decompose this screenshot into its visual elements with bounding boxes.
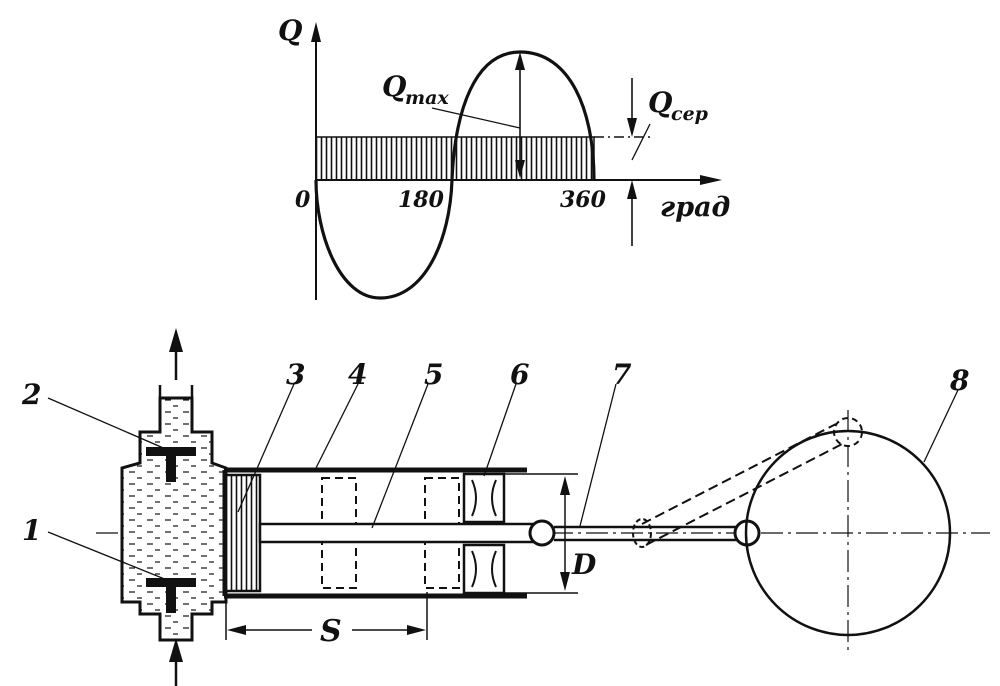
leader-5: [371, 383, 429, 529]
cylinder: [222, 467, 527, 599]
seal-lower: [462, 543, 506, 595]
leader-8: [923, 389, 959, 463]
discharge-valve-disc: [146, 447, 196, 456]
qmax-label-sub: max: [405, 87, 449, 109]
qmax-arrow-up: [515, 52, 525, 70]
y-axis-label: Q: [278, 14, 302, 47]
rod-seal: [462, 472, 506, 595]
valve-chamber: [120, 385, 228, 642]
part-label-7: 7: [612, 358, 632, 391]
suction-valve-disc: [146, 578, 196, 587]
qmax-leader: [431, 107, 521, 129]
part-label-6: 6: [510, 358, 529, 391]
part-label-1: 1: [22, 514, 41, 547]
discharge-arrow-icon: [169, 328, 183, 352]
leader-2: [47, 397, 169, 451]
qavg-leader: [631, 123, 651, 161]
tick-label-360: 360: [560, 187, 607, 213]
leader-1: [47, 531, 173, 583]
pump-drawing: 1 2 3 4 5 6 7 8 S D: [21, 328, 990, 686]
seal-upper: [462, 472, 506, 524]
qavg-label-sub: сер: [671, 103, 709, 125]
qavg-arrow-down: [627, 118, 637, 137]
seal-ring-upper-2: [491, 479, 497, 517]
stroke-arrow-left: [227, 625, 246, 635]
stroke-label: S: [320, 614, 342, 649]
diameter-arrow-up: [560, 476, 570, 495]
diameter-arrow-down: [560, 572, 570, 591]
tick-label-0: 0: [295, 187, 311, 213]
y-axis-arrow: [311, 22, 321, 42]
x-axis-arrow: [700, 175, 722, 185]
seal-ring-lower-1: [471, 550, 477, 588]
qavg-arrow-up: [627, 180, 637, 199]
suction-arrow-icon: [169, 638, 183, 662]
stroke-arrow-right: [407, 625, 426, 635]
qmax-label: Q max: [382, 70, 449, 109]
leader-7: [579, 383, 617, 527]
qavg-label: Q сер: [648, 86, 709, 125]
qavg-label-main: Q: [648, 86, 672, 119]
part-label-5: 5: [424, 358, 443, 391]
discharge-valve-stem: [166, 456, 176, 482]
qmax-label-main: Q: [382, 70, 406, 103]
tick-label-180: 180: [398, 187, 445, 213]
x-axis-label: град: [660, 192, 730, 223]
leader-4: [315, 383, 359, 469]
piston-rod: [258, 522, 542, 544]
leader-6: [483, 383, 517, 477]
piston: [224, 473, 262, 593]
seal-ring-lower-2: [491, 550, 497, 588]
part-label-4: 4: [348, 358, 367, 391]
diameter-label: D: [571, 548, 597, 581]
rod-alt-pin: [632, 518, 652, 548]
part-label-8: 8: [949, 364, 969, 397]
crosshead-pin: [528, 519, 556, 547]
piston-end-position: [424, 477, 460, 589]
qmax-arrow-down: [515, 160, 525, 178]
discharge-pipe: [158, 385, 194, 398]
piston-mid-position: [321, 477, 357, 589]
leader-3: [237, 383, 295, 513]
suction-valve-stem: [166, 587, 176, 613]
flow-graph: Q град 0 180 360 Q max Q сер: [278, 14, 730, 300]
part-label-2: 2: [21, 378, 41, 411]
part-label-3: 3: [286, 358, 305, 391]
seal-ring-upper-1: [471, 479, 477, 517]
